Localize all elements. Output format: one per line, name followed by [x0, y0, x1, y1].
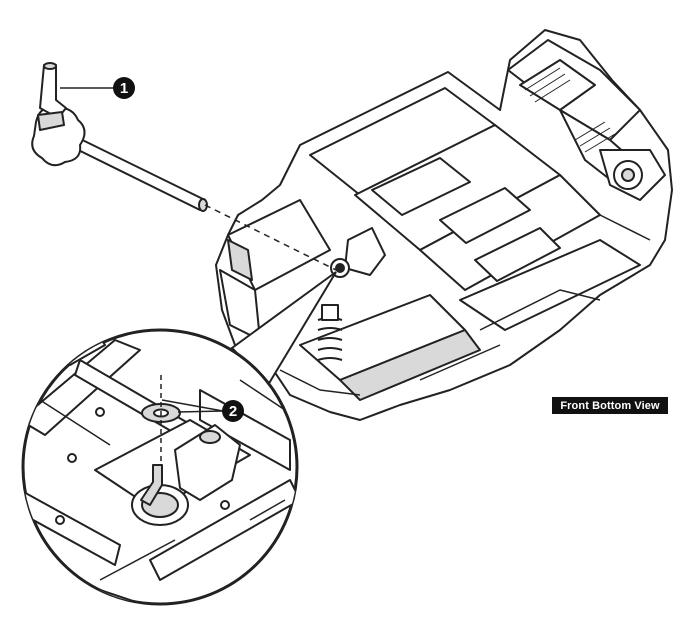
- detail-view: [23, 330, 297, 604]
- callout-1-number: 1: [119, 79, 129, 97]
- callout-2-number: 2: [228, 402, 238, 420]
- callout-1-badge: 1: [113, 77, 135, 99]
- callout-2-leaders: [161, 399, 224, 413]
- wrench-tool: [31, 62, 208, 212]
- insertion-path: [204, 204, 337, 271]
- view-label: Front Bottom View: [552, 397, 668, 414]
- callout-2-badge: 2: [222, 400, 244, 422]
- vehicle-chassis: [215, 29, 673, 421]
